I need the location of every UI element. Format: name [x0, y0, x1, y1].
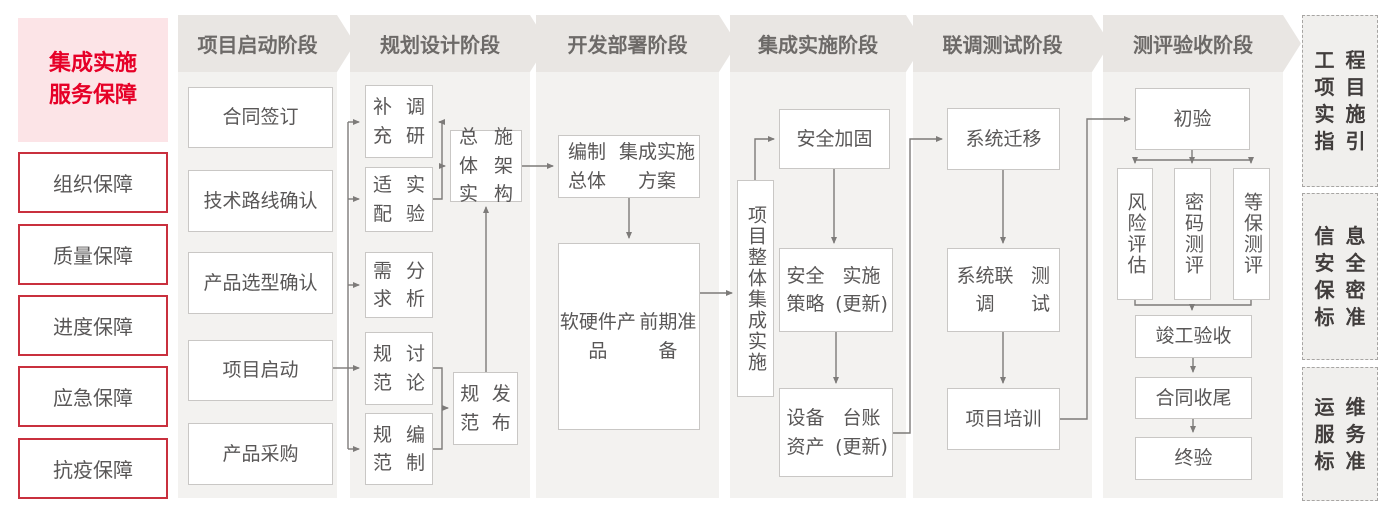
node-asset-ledger: 设备资产台账(更新) — [779, 388, 893, 477]
node-contract-closure: 合同收尾 — [1135, 377, 1252, 419]
node-adaptation-test: 适配实验 — [365, 167, 433, 232]
node-product-select: 产品选型确认 — [188, 252, 333, 314]
phase-header-planning: 规划设计阶段 — [350, 15, 548, 72]
sidebar-item-organization: 组织保障 — [18, 152, 168, 213]
node-security-policy: 安全策略实施(更新) — [779, 248, 893, 332]
node-project-training: 项目培训 — [947, 388, 1060, 450]
phase-header-acceptance: 测评验收阶段 — [1103, 15, 1301, 72]
node-initial-acceptance: 初验 — [1135, 88, 1250, 150]
node-product-preparation: 软硬件产品前期准备 — [558, 243, 700, 430]
sidebar-item-quality: 质量保障 — [18, 224, 168, 285]
node-project-kickoff: 项目启动 — [188, 340, 333, 401]
sidebar-item-epidemic: 抗疫保障 — [18, 438, 168, 499]
standard-security-secrecy: 信息安全保密标准 — [1302, 193, 1378, 360]
node-spec-drafting: 规范编制 — [365, 413, 433, 485]
node-overall-integration: 项目整体集成实施 — [737, 180, 774, 397]
node-crypto-evaluation: 密码测评 — [1174, 168, 1211, 300]
node-spec-discussion: 规范讨论 — [365, 332, 433, 405]
node-requirement-analysis: 需求分析 — [365, 252, 433, 318]
node-integration-plan: 编制总体集成实施方案 — [558, 135, 700, 198]
node-completion-acceptance: 竣工验收 — [1135, 315, 1252, 358]
node-procurement: 产品采购 — [188, 423, 333, 485]
phase-header-testing: 联调测试阶段 — [913, 15, 1110, 72]
node-supplement-research: 补充调研 — [365, 85, 433, 158]
node-joint-testing: 系统联调测试 — [947, 248, 1060, 332]
phase-header-development: 开发部署阶段 — [536, 15, 737, 72]
node-risk-assessment: 风险评估 — [1117, 168, 1153, 300]
sidebar-item-emergency: 应急保障 — [18, 366, 168, 427]
phase-header-implementation: 集成实施阶段 — [730, 15, 924, 72]
node-system-migration: 系统迁移 — [947, 108, 1060, 170]
node-overall-architecture: 总体实施架构 — [450, 126, 522, 205]
node-mlps-evaluation: 等保测评 — [1233, 168, 1270, 300]
phase-header-startup: 项目启动阶段 — [178, 15, 355, 72]
standard-ops-service: 运维服务标准 — [1302, 367, 1378, 501]
standard-project-guide: 工程项目实施指引 — [1302, 15, 1378, 187]
node-tech-route: 技术路线确认 — [188, 170, 333, 232]
node-spec-release: 规范发布 — [453, 372, 518, 445]
node-contract-sign: 合同签订 — [188, 87, 333, 148]
node-security-hardening: 安全加固 — [779, 109, 890, 169]
sidebar-title: 集成实施服务保障 — [18, 18, 168, 142]
node-final-acceptance: 终验 — [1135, 437, 1252, 480]
sidebar-item-schedule: 进度保障 — [18, 295, 168, 356]
